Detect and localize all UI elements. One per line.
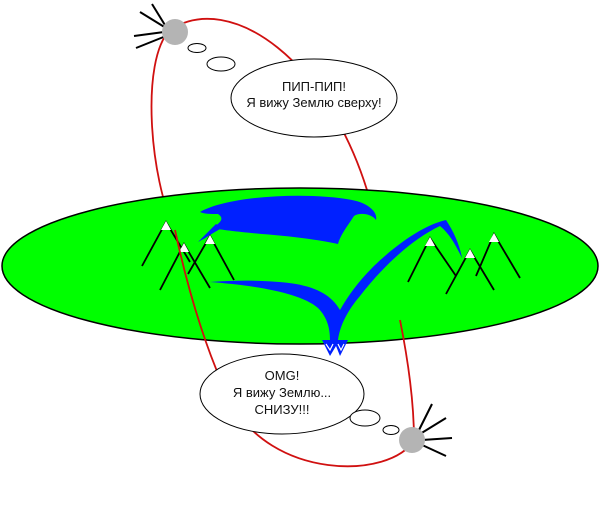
- satellite-bottom: [399, 403, 453, 457]
- waterfall: [322, 340, 348, 356]
- snowcaps-left: [161, 221, 215, 252]
- satellite-top-body: [162, 19, 188, 45]
- thought-bubble-bottom: OMG! Я вижу Землю... СНИЗУ!!!: [199, 353, 400, 435]
- snowcaps-right: [425, 233, 499, 258]
- river: [210, 220, 462, 340]
- speech-bubble-top: [230, 58, 398, 138]
- waterfall-foam: [325, 343, 345, 352]
- lake-tail: [198, 224, 222, 242]
- lake: [200, 195, 377, 244]
- bubble-top-line1: ПИП-ПИП!: [282, 79, 346, 94]
- bubble-top-line2: Я вижу Землю сверху!: [246, 95, 381, 110]
- satellite-bottom-body: [399, 427, 425, 453]
- bubble-bottom-line2: Я вижу Землю...: [233, 385, 331, 400]
- bubble-bottom-line3: СНИЗУ!!!: [255, 402, 310, 417]
- satellite-top: [133, 3, 188, 49]
- bubble-bottom-line1: OMG!: [265, 368, 300, 383]
- thought-bubble-top: ПИП-ПИП! Я вижу Землю сверху!: [187, 43, 398, 138]
- speech-bubble-bottom: [199, 353, 365, 435]
